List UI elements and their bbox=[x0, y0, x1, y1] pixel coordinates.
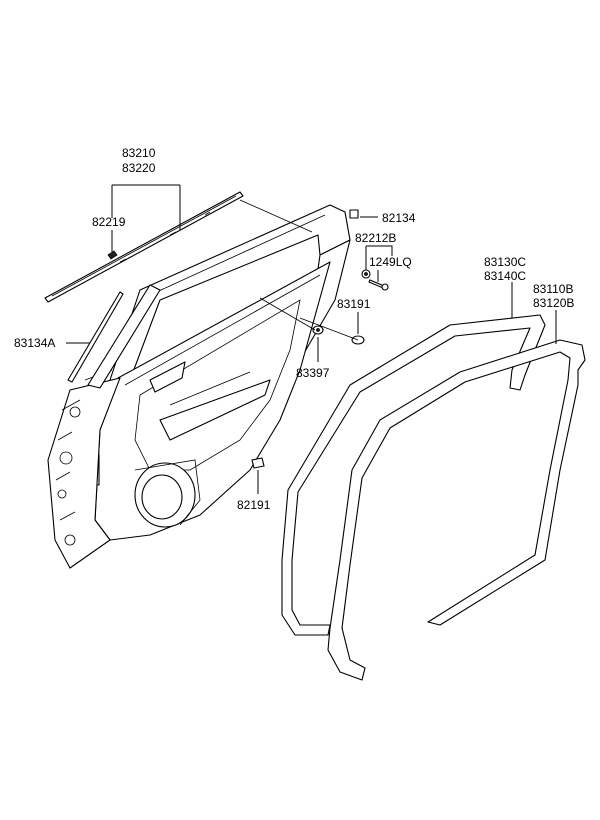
label-83120B: 83120B bbox=[533, 296, 574, 310]
label-1249LQ: 1249LQ bbox=[369, 255, 412, 269]
label-83134A: 83134A bbox=[14, 336, 55, 350]
label-82219: 82219 bbox=[92, 215, 126, 229]
label-83191: 83191 bbox=[337, 297, 371, 311]
plug-82191 bbox=[251, 457, 265, 469]
label-82191: 82191 bbox=[237, 498, 271, 512]
screw-1249LQ bbox=[368, 279, 389, 291]
plug-83397 bbox=[312, 325, 324, 335]
belt-moulding-strip bbox=[44, 191, 244, 303]
label-83110B: 83110B bbox=[533, 282, 573, 296]
clip-82219 bbox=[107, 250, 118, 260]
clip-82134 bbox=[349, 209, 359, 219]
door-outer-shell bbox=[47, 369, 121, 569]
label-82134: 82134 bbox=[382, 211, 416, 225]
label-83140C: 83140C bbox=[484, 269, 526, 283]
glass-run-strip bbox=[67, 284, 161, 389]
label-83130C: 83130C bbox=[484, 255, 526, 269]
label-83210: 83210 bbox=[122, 146, 156, 160]
label-83397: 83397 bbox=[296, 366, 330, 380]
clip-82212B bbox=[361, 269, 371, 279]
label-83220: 83220 bbox=[122, 161, 156, 175]
door-weatherstrip-outer bbox=[327, 339, 586, 681]
label-82212B: 82212B bbox=[355, 231, 396, 245]
leader-lines bbox=[66, 184, 557, 494]
door-weatherstrip-inner bbox=[281, 314, 546, 636]
